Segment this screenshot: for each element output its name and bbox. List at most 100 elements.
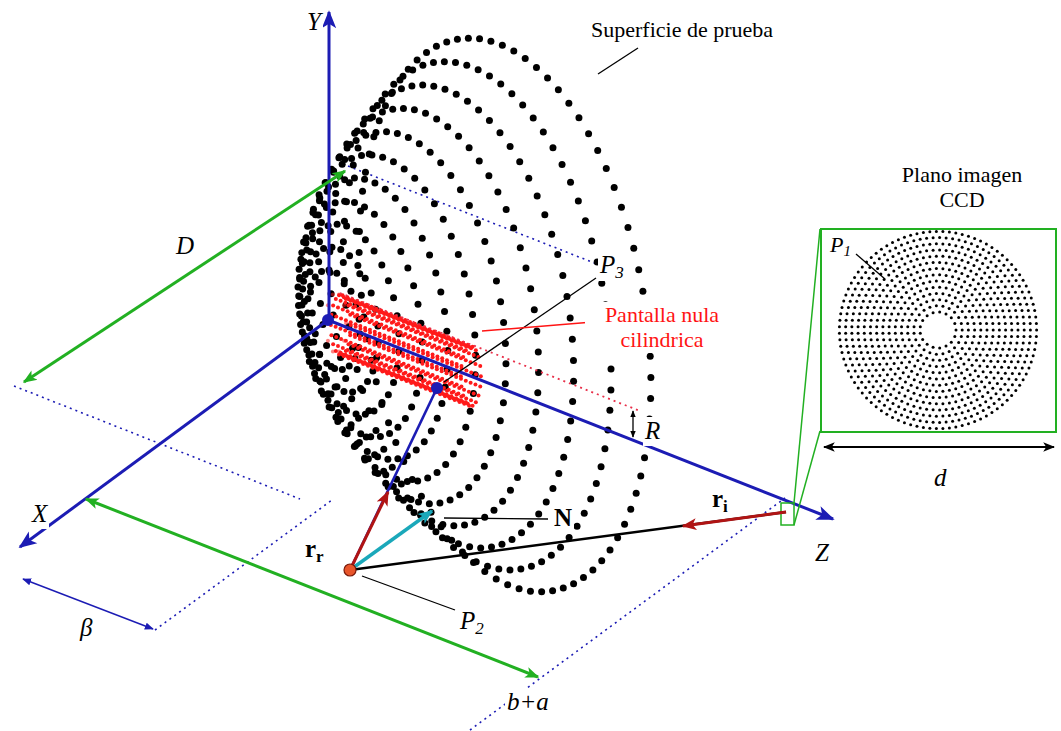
surface-dot xyxy=(432,270,439,277)
image-dot xyxy=(901,319,904,322)
surface-dot xyxy=(390,81,397,88)
image-dot xyxy=(886,351,889,354)
image-dot xyxy=(928,243,931,246)
image-dot xyxy=(954,361,957,364)
image-dot xyxy=(966,322,969,325)
screen-dot xyxy=(396,350,400,354)
surface-dot xyxy=(457,186,464,193)
image-dot xyxy=(919,289,922,292)
image-dot xyxy=(948,307,951,310)
surface-dot xyxy=(598,557,605,564)
image-dot xyxy=(900,244,903,247)
image-dot xyxy=(953,322,956,325)
image-dot xyxy=(991,270,994,273)
image-dot xyxy=(967,299,970,302)
surface-dot xyxy=(428,523,435,530)
image-dot xyxy=(901,386,904,389)
image-dot xyxy=(900,350,903,353)
screen-dot xyxy=(469,381,473,385)
surface-dot xyxy=(315,258,322,265)
screen-dot xyxy=(435,375,439,379)
screen-dot xyxy=(459,364,463,368)
image-dot xyxy=(957,366,960,369)
screen-dot xyxy=(334,349,338,353)
screen-dot xyxy=(425,385,429,389)
surface-dot xyxy=(297,321,304,328)
surface-dot xyxy=(509,536,516,543)
image-dot xyxy=(963,280,966,283)
surface-dot xyxy=(318,387,325,394)
image-dot xyxy=(875,288,878,291)
surface-dot xyxy=(318,219,325,226)
surface-dot xyxy=(360,129,367,136)
surface-dot xyxy=(341,280,348,287)
screen-dot xyxy=(427,380,431,384)
image-dot xyxy=(928,377,931,380)
surface-dot xyxy=(356,228,363,235)
image-dot xyxy=(993,366,996,369)
image-dot xyxy=(1010,297,1013,300)
image-dot xyxy=(839,345,842,348)
screen-dot xyxy=(421,349,425,353)
surface-dot xyxy=(397,248,404,255)
image-dot xyxy=(1003,383,1006,386)
surface-dot xyxy=(502,360,509,367)
image-dot xyxy=(913,325,916,328)
screen-dot xyxy=(348,331,352,335)
image-dot xyxy=(967,248,970,251)
image-dot xyxy=(882,338,885,341)
image-dot xyxy=(916,258,919,261)
image-dot xyxy=(881,263,884,266)
image-dot xyxy=(895,338,898,341)
surface-dot xyxy=(355,415,362,422)
surface-dot xyxy=(443,38,450,45)
image-dot xyxy=(932,274,935,277)
surface-dot xyxy=(328,363,335,370)
point-label: P2 xyxy=(458,607,486,637)
image-dot xyxy=(875,300,878,303)
image-dot xyxy=(897,238,900,241)
screen-dot xyxy=(406,364,410,368)
image-dot xyxy=(1022,378,1025,381)
image-dot xyxy=(880,409,883,412)
image-dot xyxy=(948,363,951,366)
screen-dot xyxy=(390,314,394,318)
surface-dot xyxy=(522,264,529,271)
surface-dot xyxy=(486,73,493,80)
image-dot xyxy=(907,268,910,271)
surface-dot xyxy=(410,282,417,289)
screen-dot xyxy=(375,359,379,363)
image-dot xyxy=(935,304,938,307)
image-dot xyxy=(864,345,867,348)
surface-dot xyxy=(570,357,577,364)
image-dot xyxy=(904,344,907,347)
image-dot xyxy=(988,309,991,312)
surface-dot xyxy=(365,455,372,462)
image-dot xyxy=(973,420,976,423)
image-dot xyxy=(957,406,960,409)
screen-dot xyxy=(365,317,369,321)
surface-dot xyxy=(306,268,313,275)
image-dot xyxy=(935,292,938,295)
image-dot xyxy=(961,347,964,350)
image-dot xyxy=(951,302,954,305)
image-dot xyxy=(957,291,960,294)
surface-dot xyxy=(421,438,428,445)
surface-dot xyxy=(476,35,483,42)
surface-dot xyxy=(309,309,316,316)
surface-dot xyxy=(303,319,310,326)
screen-dot xyxy=(329,333,333,337)
surface-dot xyxy=(428,428,435,435)
image-dot xyxy=(945,286,948,289)
image-dot xyxy=(880,248,883,251)
image-dot xyxy=(900,307,903,310)
image-dot xyxy=(932,358,935,361)
surface-dot xyxy=(559,272,566,279)
screen-dot xyxy=(406,325,410,329)
image-dot xyxy=(932,299,935,302)
image-dot xyxy=(932,383,935,386)
image-dot xyxy=(961,246,964,249)
image-dot xyxy=(999,269,1002,272)
image-dot xyxy=(948,389,951,392)
screen-dot xyxy=(379,361,383,365)
